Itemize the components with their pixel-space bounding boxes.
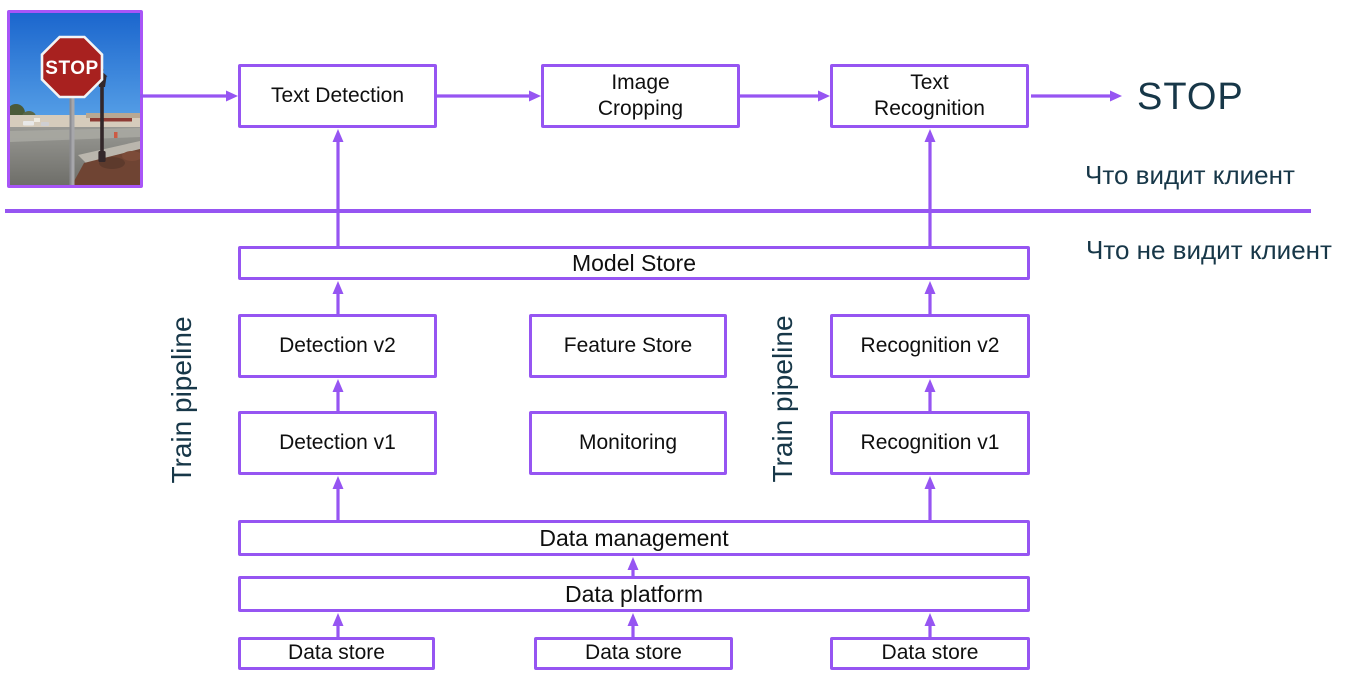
- car: [41, 122, 49, 126]
- building-window: [34, 118, 40, 122]
- car: [23, 121, 34, 126]
- lamp-post-pole: [100, 87, 104, 155]
- curb: [78, 141, 140, 163]
- building-sign: [90, 118, 132, 122]
- fire-hydrant: [114, 132, 118, 138]
- arrow-recognition-v2-to-modelstore: [924, 281, 936, 314]
- client-hidden-caption: Что не видит клиент: [1086, 235, 1332, 265]
- arrow-cropping-to-recognition: [740, 90, 830, 102]
- data-store-label: Data store: [288, 641, 385, 665]
- feature-store-label: Feature Store: [563, 333, 693, 357]
- arrow-detection-v2-to-modelstore: [332, 281, 344, 314]
- arrow-datamgmt-to-detection-v1: [332, 476, 344, 520]
- sign-post: [69, 97, 75, 185]
- data-platform-label: Data platform: [564, 580, 704, 607]
- detection-v1-label: Detection v1: [279, 430, 396, 454]
- recognition-v1-label: Recognition v1: [860, 430, 1000, 454]
- arrow-datamgmt-to-recognition-v1: [924, 476, 936, 520]
- arrow-datastore2-to-platform: [627, 613, 639, 637]
- recognition-v1-box: Recognition v1: [830, 411, 1030, 475]
- recognized-output-text: STOP: [1137, 76, 1244, 118]
- feature-store-box: Feature Store: [529, 314, 727, 378]
- train-pipeline-right-label: Train pipeline: [767, 315, 798, 483]
- image-cropping-box: Image Cropping: [541, 64, 740, 128]
- data-store-label: Data store: [881, 641, 979, 665]
- arrow-dataplatform-to-datamgmt: [627, 557, 639, 576]
- data-platform-bar: Data platform: [238, 576, 1030, 612]
- recognition-v2-box: Recognition v2: [830, 314, 1030, 378]
- bush: [122, 151, 140, 161]
- building-roof: [86, 113, 140, 118]
- data-management-bar: Data management: [238, 520, 1030, 556]
- data-store-box-1: Data store: [238, 637, 435, 670]
- sign-post-shade: [69, 97, 72, 185]
- arrow-detection-to-cropping: [437, 90, 541, 102]
- text-detection-box: Text Detection: [238, 64, 437, 128]
- lamp-post-base: [98, 151, 106, 162]
- arrow-modelstore-to-text-detection: [332, 129, 344, 246]
- arrow-modelstore-to-text-recognition: [924, 129, 936, 246]
- arrow-datastore3-to-platform: [924, 613, 936, 637]
- detection-v2-label: Detection v2: [279, 333, 396, 357]
- text-recognition-box: Text Recognition: [830, 64, 1029, 128]
- text-detection-label: Text Detection: [270, 83, 405, 107]
- image-cropping-label: Image Cropping: [597, 70, 684, 120]
- recognition-v2-label: Recognition v2: [860, 333, 1000, 357]
- stop-sign-photo-art: STOP: [10, 13, 140, 185]
- train-pipeline-left-label: Train pipeline: [166, 316, 197, 484]
- detection-v2-box: Detection v2: [238, 314, 437, 378]
- data-management-label: Data management: [539, 524, 729, 551]
- data-store-label: Data store: [585, 641, 682, 665]
- arrow-datastore1-to-platform: [332, 613, 344, 637]
- stop-sign-text: STOP: [45, 58, 98, 79]
- model-store-bar: Model Store: [238, 246, 1030, 280]
- client-visible-caption: Что видит клиент: [1085, 160, 1295, 190]
- data-store-box-2: Data store: [534, 637, 733, 670]
- arrow-detection-v1-to-v2: [332, 379, 344, 411]
- monitoring-box: Monitoring: [529, 411, 727, 475]
- arrow-recognition-to-output: [1031, 90, 1122, 102]
- stop-sign-photo: STOP: [7, 10, 143, 188]
- stop-sign-octagon: [40, 35, 104, 99]
- data-store-box-3: Data store: [830, 637, 1030, 670]
- text-recognition-label: Text Recognition: [874, 70, 985, 120]
- monitoring-label: Monitoring: [578, 430, 678, 454]
- arrow-photo-to-detection: [140, 90, 238, 102]
- arrow-recognition-v1-to-v2: [924, 379, 936, 411]
- detection-v1-box: Detection v1: [238, 411, 437, 475]
- model-store-label: Model Store: [571, 249, 696, 276]
- crosswalk: [10, 128, 140, 142]
